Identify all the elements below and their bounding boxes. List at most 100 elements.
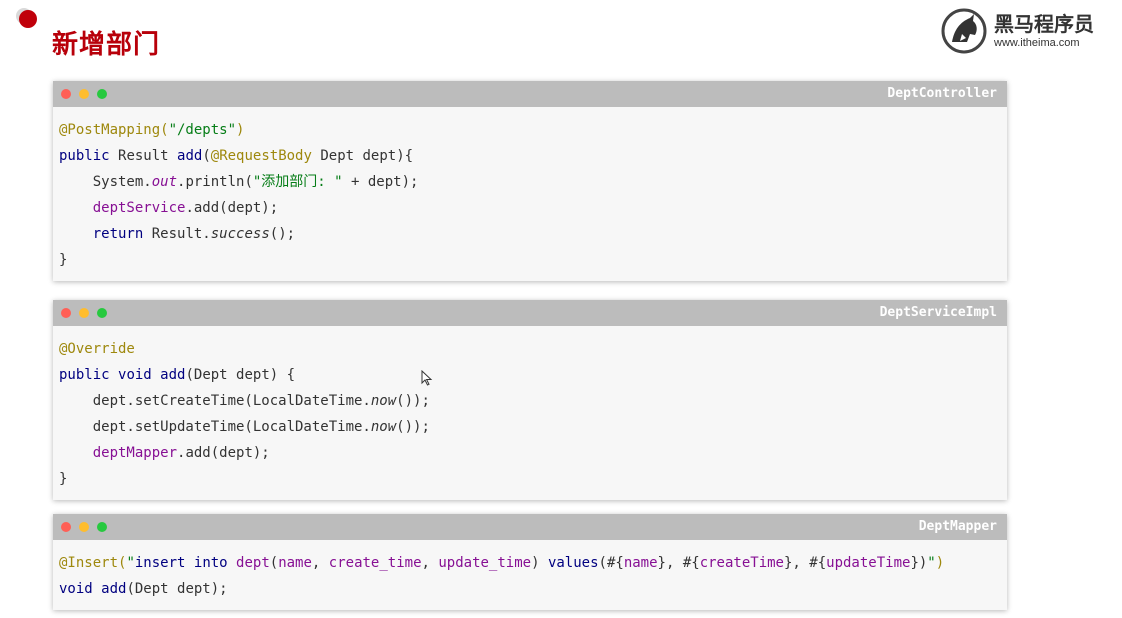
logo-url: www.itheima.com	[994, 37, 1080, 49]
code-token: ());	[396, 393, 430, 409]
code-token: dept.setUpdateTime(LocalDateTime.	[59, 419, 371, 435]
code-token: values	[547, 555, 599, 571]
code-token: )	[236, 122, 245, 138]
code-token: .add(dept);	[185, 200, 279, 216]
code-token: dept.setCreateTime(LocalDateTime.	[59, 393, 371, 409]
window-title: DeptMapper	[918, 519, 997, 534]
itheima-logo: 黑马程序员 www.itheima.com	[940, 8, 1094, 54]
code-line: void add(Dept dept);	[59, 576, 1001, 602]
maximize-dot-icon	[97, 522, 107, 532]
code-line: }	[59, 466, 1001, 492]
code-token: void	[118, 367, 161, 383]
code-line: System.out.println("添加部门: " + dept);	[59, 169, 1001, 195]
code-window-dept-mapper: DeptMapper @Insert("insert into dept(nam…	[53, 514, 1007, 610]
code-token: deptService	[92, 200, 186, 216]
code-token: update_time	[438, 555, 532, 571]
code-token: @Override	[59, 341, 135, 357]
code-token: create_time	[328, 555, 422, 571]
code-token: Result	[118, 148, 178, 164]
code-token: (Dept dept);	[126, 581, 228, 597]
window-title: DeptServiceImpl	[879, 305, 997, 320]
window-title: DeptController	[887, 86, 997, 101]
code-token: }, #{	[657, 555, 700, 571]
horse-logo-icon	[941, 8, 987, 54]
code-token: "/depts"	[168, 122, 237, 138]
code-token: into	[193, 555, 237, 571]
code-token: dept	[236, 555, 270, 571]
code-window-dept-controller: DeptController @PostMapping("/depts")pub…	[53, 81, 1007, 281]
minimize-dot-icon	[79, 522, 89, 532]
code-token: (	[269, 555, 279, 571]
code-token: return	[92, 226, 152, 242]
code-token: Result.	[151, 226, 211, 242]
slide-bullet-dot	[16, 8, 37, 28]
window-titlebar: DeptController	[53, 81, 1007, 107]
code-token: @RequestBody	[210, 148, 321, 164]
minimize-dot-icon	[79, 89, 89, 99]
code-line: deptMapper.add(dept);	[59, 440, 1001, 466]
code-token: add	[160, 367, 186, 383]
code-body: @PostMapping("/depts")public Result add(…	[53, 107, 1007, 281]
code-body: @Override public void add(Dept dept) { de…	[53, 326, 1007, 500]
code-token: public	[59, 148, 119, 164]
code-token	[59, 445, 93, 461]
window-titlebar: DeptServiceImpl	[53, 300, 1007, 326]
code-token: insert	[134, 555, 194, 571]
code-token: ());	[396, 419, 430, 435]
code-token: @PostMapping(	[59, 122, 169, 138]
code-line: public void add(Dept dept) {	[59, 362, 1001, 388]
code-token: now	[370, 419, 397, 435]
code-token: out	[151, 174, 178, 190]
code-token: .println(	[177, 174, 253, 190]
code-token: ,	[421, 555, 439, 571]
code-line: deptService.add(dept);	[59, 195, 1001, 221]
code-token: .add(dept);	[177, 445, 270, 461]
code-line: dept.setUpdateTime(LocalDateTime.now());	[59, 414, 1001, 440]
code-token: }, #{	[783, 555, 827, 571]
code-token: createTime	[699, 555, 784, 571]
code-token	[59, 200, 93, 216]
code-token: (Dept dept) {	[185, 367, 296, 383]
code-line: public Result add(@RequestBody Dept dept…	[59, 143, 1001, 169]
page-title: 新增部门	[52, 30, 161, 60]
mouse-pointer-icon	[421, 370, 433, 386]
code-line: return Result.success();	[59, 221, 1001, 247]
close-dot-icon	[61, 89, 71, 99]
code-token: "	[927, 555, 936, 571]
code-window-dept-service-impl: DeptServiceImpl @Override public void add…	[53, 300, 1007, 500]
code-token: now	[370, 393, 397, 409]
code-token: })	[910, 555, 928, 571]
code-token: public	[59, 367, 119, 383]
code-token: "	[126, 555, 135, 571]
code-token: @Insert(	[59, 555, 127, 571]
code-token: add	[101, 581, 127, 597]
code-token	[59, 226, 93, 242]
code-token: add	[177, 148, 203, 164]
code-line: }	[59, 247, 1001, 273]
code-token: deptMapper	[92, 445, 178, 461]
code-token: (#{	[598, 555, 624, 571]
code-line: @Insert("insert into dept(name, create_t…	[59, 550, 1001, 576]
code-line: @PostMapping("/depts")	[59, 117, 1001, 143]
logo-brand-name: 黑马程序员	[994, 12, 1094, 36]
code-token: }	[59, 471, 68, 487]
code-token: ();	[269, 226, 296, 242]
code-token: success	[210, 226, 270, 242]
code-token: updateTime	[826, 555, 911, 571]
code-token: )	[531, 555, 548, 571]
maximize-dot-icon	[97, 89, 107, 99]
code-token: }	[59, 252, 68, 268]
maximize-dot-icon	[97, 308, 107, 318]
close-dot-icon	[61, 522, 71, 532]
code-line: dept.setCreateTime(LocalDateTime.now());	[59, 388, 1001, 414]
minimize-dot-icon	[79, 308, 89, 318]
code-body: @Insert("insert into dept(name, create_t…	[53, 540, 1007, 610]
code-token: System.	[59, 174, 152, 190]
code-line: @Override	[59, 336, 1001, 362]
code-token: name	[278, 555, 312, 571]
close-dot-icon	[61, 308, 71, 318]
code-token: name	[623, 555, 658, 571]
code-token: Dept dept){	[320, 148, 414, 164]
code-token: (	[202, 148, 211, 164]
code-token: "添加部门: "	[252, 174, 343, 190]
